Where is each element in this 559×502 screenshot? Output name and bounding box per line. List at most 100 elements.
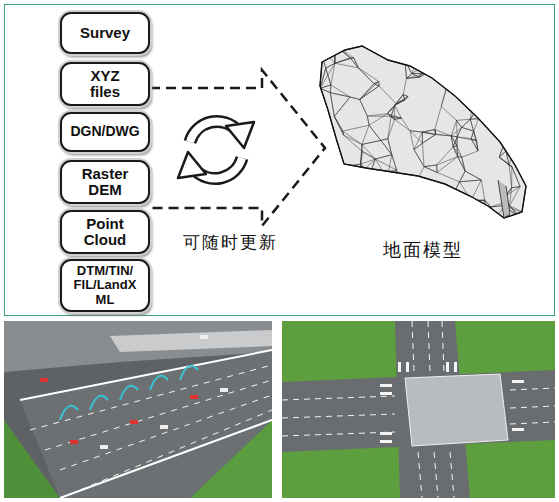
mesh-line <box>360 81 379 99</box>
mesh-line <box>423 50 427 74</box>
mesh-line <box>362 125 369 144</box>
mesh-line <box>465 171 481 180</box>
mesh-line <box>459 171 465 182</box>
mesh-line <box>509 165 512 188</box>
mesh-line <box>470 118 478 120</box>
mesh-line <box>326 68 331 85</box>
mesh-line <box>329 181 341 190</box>
mesh-line <box>318 207 320 208</box>
mesh-line <box>453 147 457 157</box>
mesh-line <box>515 119 527 143</box>
mesh-line <box>375 155 392 159</box>
mesh-line <box>330 93 350 97</box>
mesh-line <box>508 115 515 126</box>
mesh-line <box>330 93 334 117</box>
mesh-line <box>423 50 425 66</box>
mesh-line <box>462 151 478 157</box>
mesh-line <box>451 199 458 208</box>
mesh-line <box>414 150 424 167</box>
mesh-line <box>375 155 392 159</box>
mesh-line <box>457 119 471 120</box>
mesh-line <box>494 103 503 115</box>
mesh-line <box>437 172 459 181</box>
mesh-line <box>452 204 470 208</box>
mesh-line <box>462 86 477 93</box>
mesh-line <box>451 68 454 70</box>
mesh-line <box>336 46 354 58</box>
mesh-line <box>412 74 419 78</box>
mesh-line <box>451 136 457 146</box>
mesh-line <box>462 157 465 171</box>
mesh-line <box>350 209 357 217</box>
mesh-line <box>405 60 407 78</box>
mesh-line <box>387 114 391 117</box>
mesh-line <box>334 44 336 45</box>
mesh-line <box>448 68 454 85</box>
mesh-line <box>422 130 434 133</box>
mesh-line <box>395 100 405 105</box>
mesh-line <box>319 44 334 46</box>
mesh-line <box>319 207 342 208</box>
mesh-line <box>341 208 357 217</box>
mesh-line <box>476 49 506 51</box>
mesh-line <box>381 139 388 141</box>
mesh-line <box>467 89 473 104</box>
mesh-line <box>405 50 423 60</box>
mesh-line <box>457 120 462 127</box>
mesh-line <box>401 118 410 131</box>
mesh-line <box>367 116 369 125</box>
mesh-line <box>450 199 452 208</box>
mesh-line <box>410 131 414 150</box>
mesh-line <box>451 136 457 146</box>
mesh-line <box>457 137 476 141</box>
mesh-line <box>350 208 367 209</box>
mesh-line <box>490 80 511 88</box>
mesh-line <box>490 80 511 88</box>
mesh-line <box>437 157 458 165</box>
mesh-line <box>387 114 401 118</box>
mesh-line <box>471 200 472 201</box>
mesh-line <box>509 143 515 165</box>
mesh-line <box>509 54 511 80</box>
mesh-line <box>412 74 419 78</box>
panel-frame <box>5 5 555 316</box>
mesh-line <box>506 51 511 80</box>
mesh-line <box>472 93 478 104</box>
mesh-line <box>478 87 490 93</box>
mesh-line <box>410 131 422 132</box>
mesh-line <box>509 54 527 58</box>
mesh-line <box>329 166 345 181</box>
mesh-line <box>410 167 424 197</box>
mesh-line <box>456 120 458 136</box>
mesh-line <box>320 85 331 88</box>
box-text: Survey <box>80 25 130 42</box>
mesh-line <box>472 104 477 109</box>
mesh-line <box>334 116 343 131</box>
mesh-line <box>370 174 387 178</box>
mesh-line <box>488 217 496 219</box>
mesh-line <box>391 105 395 116</box>
mesh-line <box>407 73 427 78</box>
mesh-line <box>510 187 521 206</box>
mesh-line <box>422 130 434 133</box>
mesh-line <box>347 208 358 216</box>
mesh-line <box>334 116 343 131</box>
source-box: Point Cloud <box>60 210 150 254</box>
mesh-line <box>361 159 376 173</box>
mesh-line <box>462 127 474 131</box>
mesh-line <box>458 204 471 209</box>
mesh-line <box>451 54 465 70</box>
mesh-line <box>414 132 422 149</box>
mesh-line <box>506 51 527 58</box>
mesh-line <box>360 84 374 100</box>
mesh-line <box>446 85 448 86</box>
mesh-line <box>509 54 511 80</box>
mesh-line <box>480 212 495 220</box>
mesh-line <box>511 48 520 79</box>
mesh-line <box>423 50 425 66</box>
mesh-line <box>471 131 473 139</box>
mesh-line <box>403 94 405 99</box>
mesh-line <box>335 63 358 68</box>
mesh-line <box>462 119 471 127</box>
mesh-line <box>453 145 457 147</box>
